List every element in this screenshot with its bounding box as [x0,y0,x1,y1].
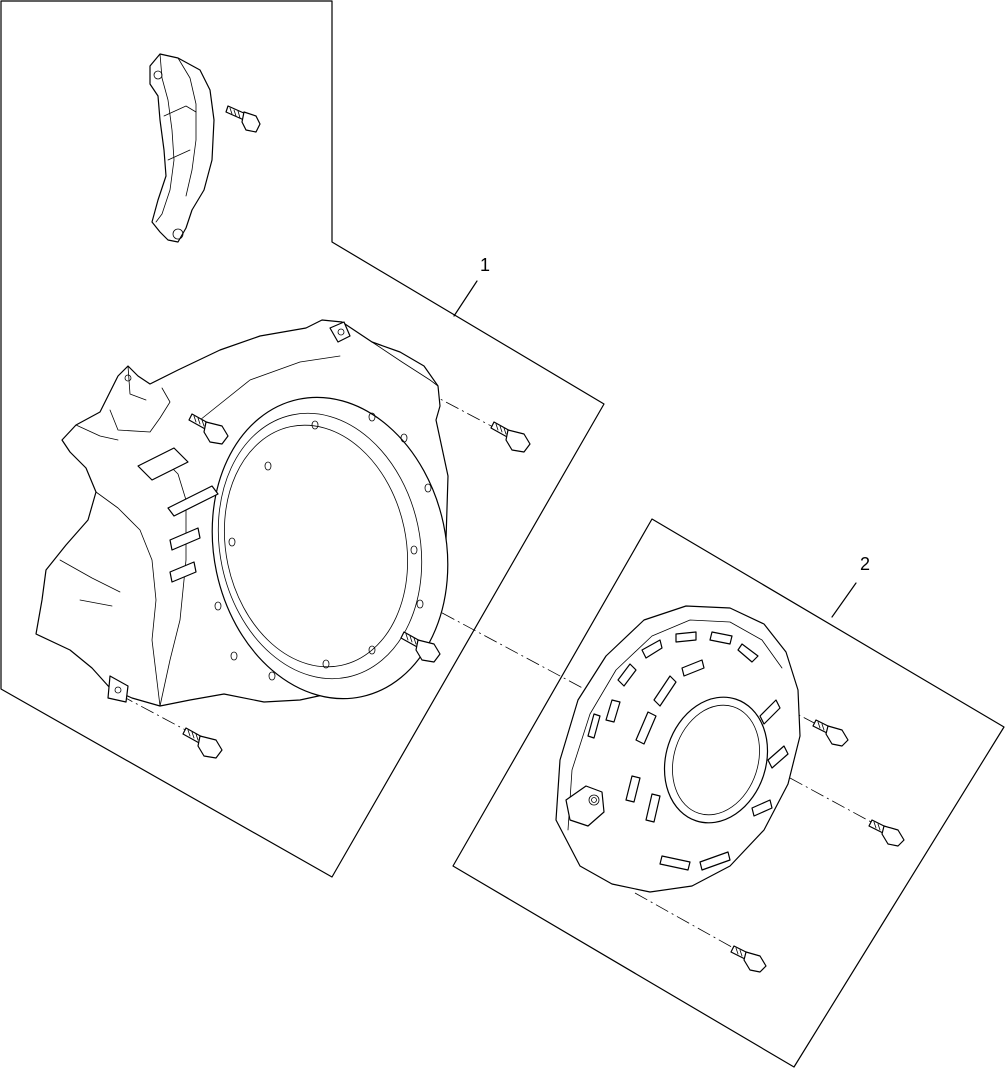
starter-bolt-top [812,719,849,747]
group-2-boundary [452,518,1005,1068]
housing-bolt-top-left [188,413,229,445]
group-1-boundary [0,0,605,878]
housing-ring-holes [214,412,432,681]
shroud-bracket [149,53,215,243]
starter-bolt-bottom [730,945,767,973]
starter-vent-slots [587,631,789,871]
housing-bolt-bottom [182,727,223,759]
bracket-bolt [225,105,261,133]
housing-bolt-top-right [490,421,531,453]
starter-bolt-right [868,819,905,847]
callout-1: 1 [453,255,490,317]
callout-2-label: 2 [860,554,870,574]
housing-bolt-middle [400,631,441,663]
blower-housing [35,319,449,707]
callout-1-label: 1 [480,255,490,275]
recoil-starter-cover [555,605,801,893]
callout-2: 2 [831,554,870,618]
